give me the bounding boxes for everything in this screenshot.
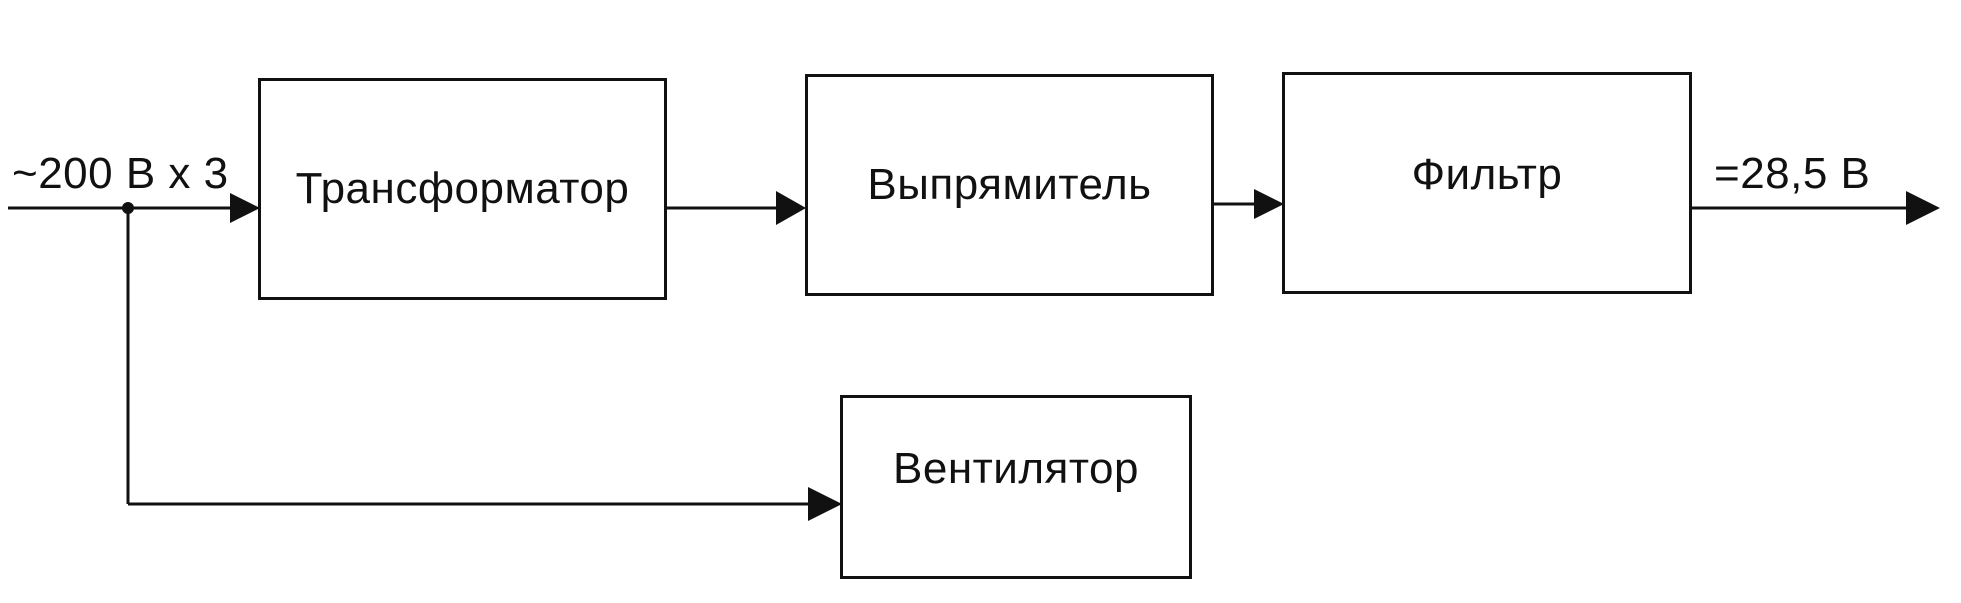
arrow-to-fan [808, 487, 842, 521]
rectifier-block: Выпрямитель [805, 74, 1214, 296]
arrow-output [1906, 191, 1940, 225]
fan-label: Вентилятор [893, 444, 1139, 493]
filter-block: Фильтр [1282, 72, 1692, 294]
fan-block: Вентилятор [840, 395, 1192, 579]
filter-label: Фильтр [1411, 150, 1563, 199]
input-voltage-label: ~200 В х 3 [12, 149, 229, 198]
junction-dot [122, 202, 134, 214]
transformer-label: Трансформатор [295, 164, 630, 213]
output-voltage-label: =28,5 В [1714, 149, 1871, 198]
arrow-to-transformer [230, 193, 260, 223]
arrow-to-filter [1254, 189, 1284, 219]
transformer-block: Трансформатор [258, 78, 667, 300]
arrow-to-rectifier [776, 191, 806, 225]
rectifier-label: Выпрямитель [867, 160, 1152, 209]
